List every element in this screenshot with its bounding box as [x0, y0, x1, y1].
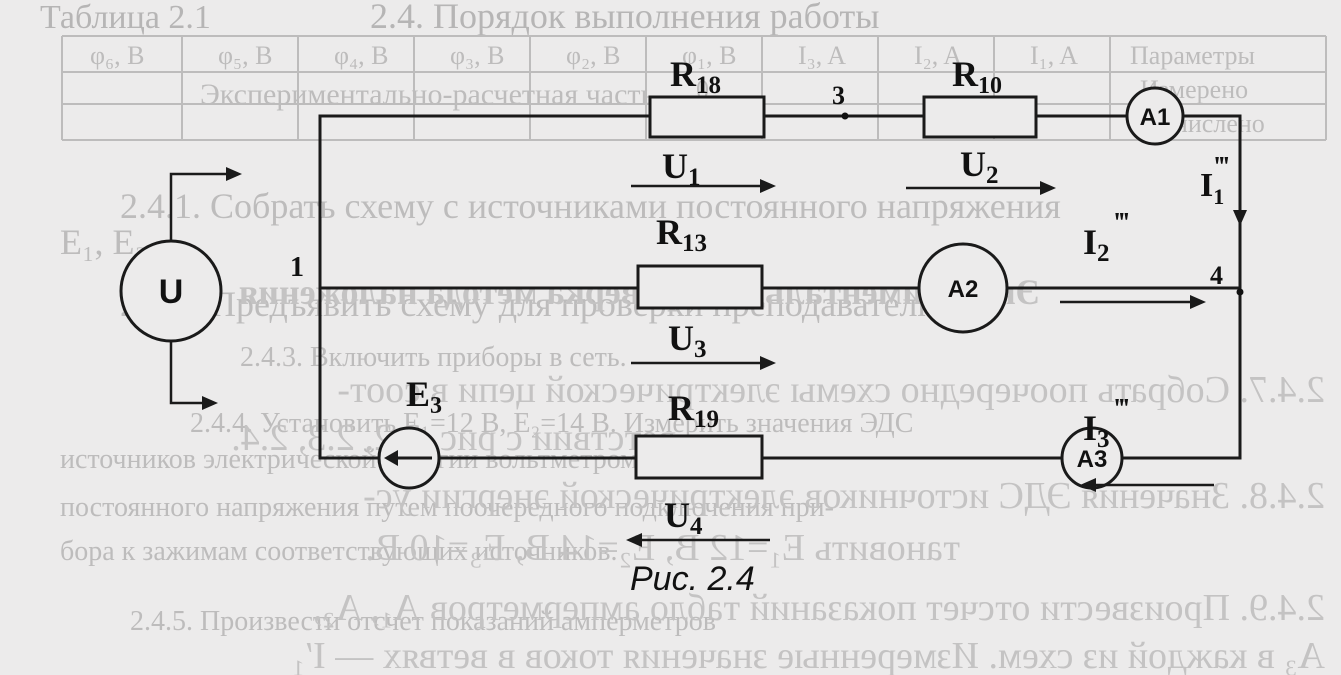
node-4-dot [1236, 288, 1244, 296]
source-u-bottom-lead [169, 341, 214, 405]
bg-line-0: Экспериментально-расчетная часть [200, 78, 654, 111]
u1-arrowhead-icon [760, 179, 776, 193]
i2-arrowhead-icon [1190, 295, 1206, 309]
header-cell-9: φ₆, B [90, 41, 144, 70]
bg-line-8: бора к зажимам соответствующих источнико… [60, 536, 618, 567]
source-e3-arrowhead-icon [384, 450, 398, 466]
label-u3: U3 [668, 318, 707, 363]
header-cell-5: φ₂, B [566, 41, 620, 70]
header-cell-6: φ₃, B [450, 41, 504, 70]
figure-caption: Рис. 2.4 [630, 560, 755, 598]
label-u4: U4 [664, 495, 703, 540]
i1-arrowhead-icon [1233, 210, 1247, 226]
mirror-line-1: 2.4.7. Собрать поочередно схемы электрич… [337, 369, 1325, 411]
header-cell-7: φ₄, B [334, 41, 388, 70]
label-node-3: 3 [832, 81, 845, 110]
header-cell-4: φ₁, B [682, 41, 736, 70]
header-cell-3: I₃, A [798, 41, 846, 70]
header-cell-0: Параметры [1130, 41, 1255, 70]
label-i1: I1 [1200, 167, 1224, 209]
ammeter-a1 [1125, 86, 1185, 146]
table-title-text: Таблица 2.1 [40, 0, 211, 36]
bg-line-4: 2.4.3. Включить приборы в сеть. [240, 342, 627, 373]
label-e3: E3 [406, 374, 442, 419]
wiring [318, 114, 1242, 460]
source-u-bottom-arrow-icon [202, 396, 218, 410]
resistor-r10 [922, 95, 1038, 139]
label-i1-prime: ‴ [1214, 152, 1229, 183]
section-title-text: 2.4. Порядок выполнения работы [370, 0, 879, 36]
label-node-4: 4 [1210, 261, 1223, 290]
mirror-line-2: ветствии с рис. 2.2, 2.3, 2.4. [231, 417, 676, 459]
label-source-u: U [159, 273, 184, 311]
label-i3-prime: ‴ [1114, 394, 1129, 425]
label-a3: A3 [1077, 446, 1108, 473]
bg-line-3: 2.4.2. Предъявить схему для проверки пре… [120, 284, 953, 324]
resistor-r19 [634, 434, 764, 480]
mirror-line-4: тановить E₁=12 B, E₂=14 B, E₃=10 B. [365, 527, 960, 569]
mirror-line-5: 2.4.9. Произвести отсчет показаний табло… [313, 587, 1325, 629]
u4-arrowhead-icon [626, 533, 642, 547]
bg-line-1: 2.4.1. Собрать схему с источниками посто… [120, 186, 1061, 226]
header-cell-8: φ₅, B [218, 41, 272, 70]
label-r19: R19 [668, 388, 719, 433]
background-text-lines: Экспериментально-расчетная часть 2.4.1. … [60, 78, 1061, 637]
mirror-line-6: A₃ в каждой из схем. Измеренные значения… [292, 635, 1325, 675]
resistor-r18 [648, 95, 766, 139]
background-page: Таблица 2.1 2.4. Порядок выполнения рабо… [40, 0, 1327, 675]
bg-line-9: 2.4.5. Произвести отсчет показаний ампер… [130, 606, 716, 637]
bg-line-7: постоянного напряжения путем поочередног… [60, 492, 834, 523]
u2-arrowhead-icon [1040, 181, 1056, 195]
ammeter-a2 [917, 242, 1009, 334]
header-cell-2: I₂, A [914, 41, 962, 70]
u3-arrowhead-icon [760, 356, 776, 370]
resistor-r13 [636, 264, 764, 310]
label-u2: U2 [960, 144, 999, 189]
label-a2: A2 [948, 276, 979, 303]
label-i2: I2 [1083, 222, 1110, 267]
label-r10: R10 [952, 54, 1002, 99]
label-node-1: 1 [290, 252, 304, 283]
label-a1: A1 [1140, 104, 1171, 131]
label-u1: U1 [662, 146, 701, 191]
mirror-line-3: 2.4.8. Значения ЭДС источников электриче… [363, 475, 1325, 517]
source-u-top-arrow-icon [226, 167, 242, 181]
label-i2-prime: ‴ [1114, 208, 1129, 239]
source-u-top-lead [169, 172, 238, 241]
label-r18: R18 [670, 54, 721, 99]
i3-arrowhead-icon [1080, 478, 1096, 492]
header-cell-1: I₁, A [1030, 41, 1078, 70]
node-3-dot [841, 112, 849, 120]
bg-line-5: 2.4.4. Установить E₁=12 B, E₂=14 B. Изме… [190, 408, 913, 439]
label-r13: R13 [656, 212, 707, 257]
label-i3: I3 [1083, 408, 1110, 453]
